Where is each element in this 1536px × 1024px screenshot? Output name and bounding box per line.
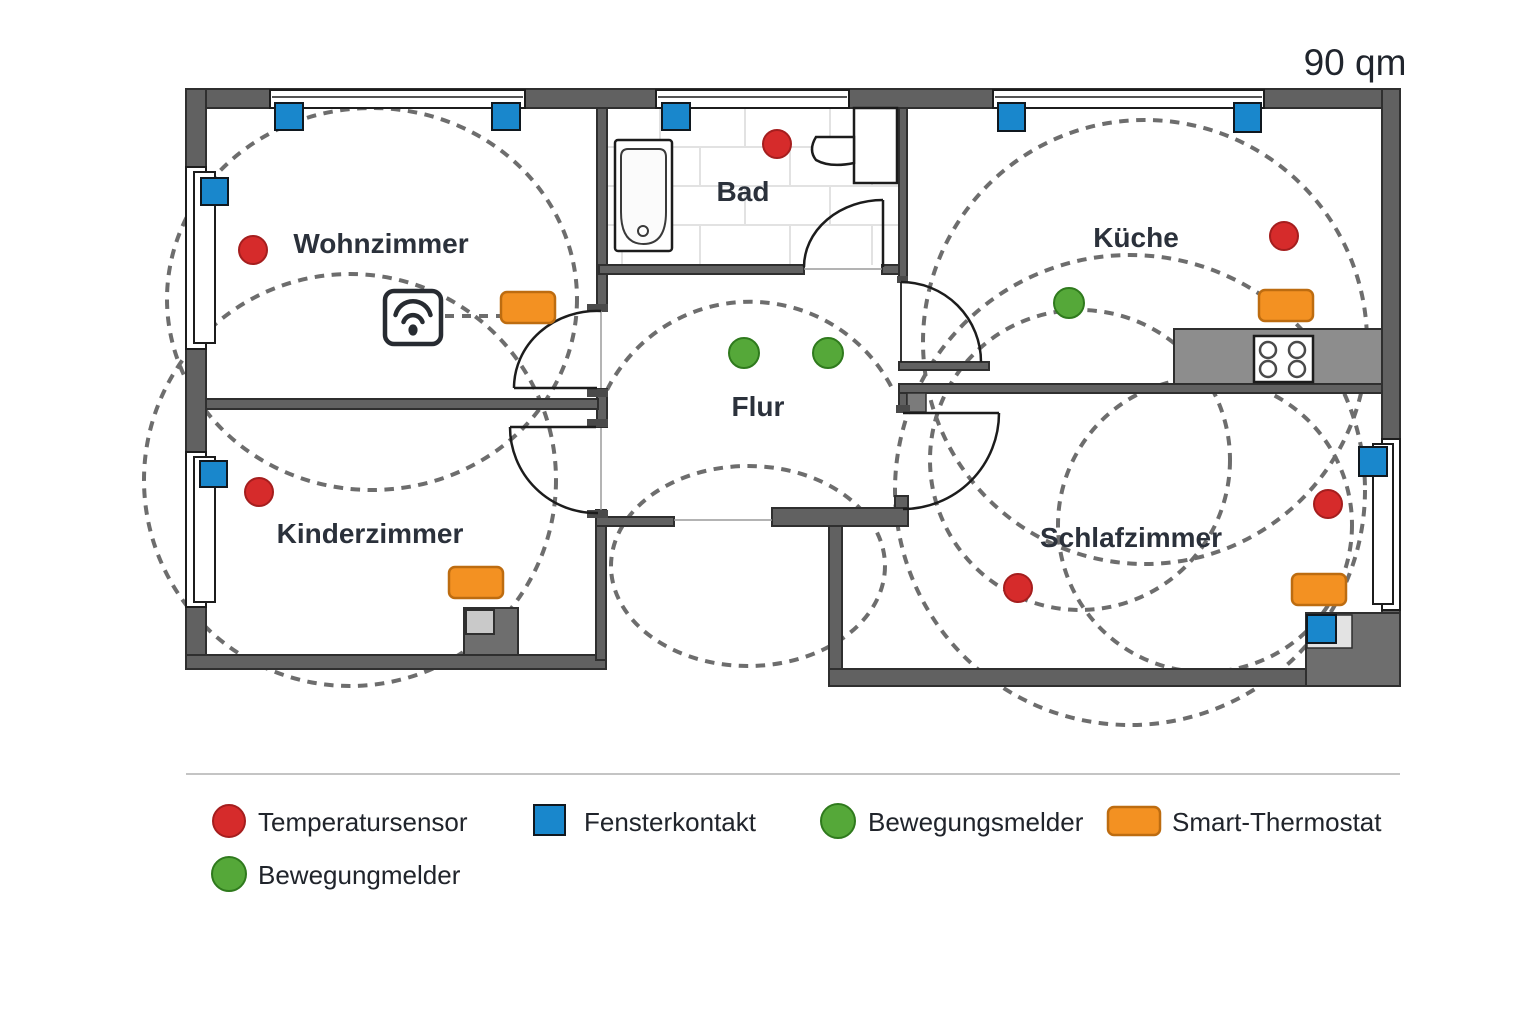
svg-text:Bad: Bad bbox=[717, 176, 770, 207]
svg-text:Flur: Flur bbox=[732, 391, 785, 422]
svg-text:Schlafzimmer: Schlafzimmer bbox=[1040, 522, 1222, 553]
svg-text:Bewegungmelder: Bewegungmelder bbox=[258, 860, 461, 890]
svg-text:Smart-Thermostat: Smart-Thermostat bbox=[1172, 807, 1382, 837]
svg-text:Kinderzimmer: Kinderzimmer bbox=[277, 518, 464, 549]
svg-text:Küche: Küche bbox=[1093, 222, 1179, 253]
svg-text:Temperatursensor: Temperatursensor bbox=[258, 807, 468, 837]
svg-text:Wohnzimmer: Wohnzimmer bbox=[293, 228, 468, 259]
svg-text:Bewegungsmelder: Bewegungsmelder bbox=[868, 807, 1084, 837]
svg-text:90 qm: 90 qm bbox=[1304, 42, 1407, 83]
svg-text:Fensterkontakt: Fensterkontakt bbox=[584, 807, 757, 837]
